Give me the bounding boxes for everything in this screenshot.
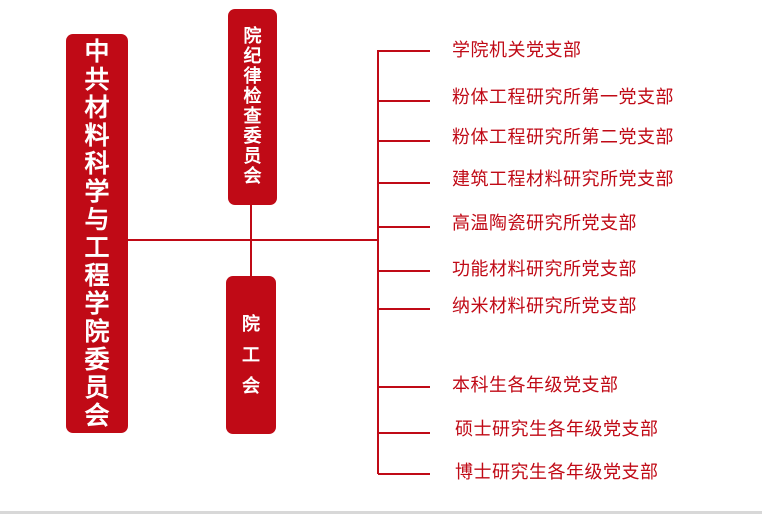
branch-label: 粉体工程研究所第二党支部 <box>452 127 674 148</box>
branch-connector <box>378 182 430 184</box>
committee-connector <box>250 205 252 276</box>
branch-connector <box>378 270 430 272</box>
discipline-committee-label: 院 纪 律 检 查 委 员 会 <box>243 26 262 187</box>
branch-label: 学院机关党支部 <box>452 40 582 61</box>
branch-connector <box>378 226 430 228</box>
branch-label: 高温陶瓷研究所党支部 <box>452 213 637 234</box>
discipline-committee-box: 院 纪 律 检 查 委 员 会 <box>228 9 277 205</box>
trade-union-box: 院 工 会 <box>226 276 276 434</box>
root-committee-box: 中 共 材 料 科 学 与 工 程 学 院 委 员 会 <box>66 34 128 433</box>
branch-label: 纳米材料研究所党支部 <box>452 296 637 317</box>
branch-label: 博士研究生各年级党支部 <box>455 462 659 483</box>
branch-label: 功能材料研究所党支部 <box>452 259 637 280</box>
branch-connector <box>378 100 430 102</box>
trunk-connector <box>128 239 378 241</box>
branch-spine <box>377 50 379 474</box>
branch-connector <box>378 140 430 142</box>
root-committee-label: 中 共 材 料 科 学 与 工 程 学 院 委 员 会 <box>84 36 110 430</box>
branch-label: 本科生各年级党支部 <box>452 375 619 396</box>
branch-connector <box>378 386 430 388</box>
bottom-divider <box>0 511 762 514</box>
trade-union-label: 院 工 会 <box>242 313 260 397</box>
branch-label: 粉体工程研究所第一党支部 <box>452 87 674 108</box>
branch-connector <box>378 473 430 475</box>
branch-label: 建筑工程材料研究所党支部 <box>452 169 674 190</box>
branch-label: 硕士研究生各年级党支部 <box>455 419 659 440</box>
branch-connector <box>378 50 430 52</box>
branch-connector <box>378 432 430 434</box>
branch-connector <box>378 308 430 310</box>
